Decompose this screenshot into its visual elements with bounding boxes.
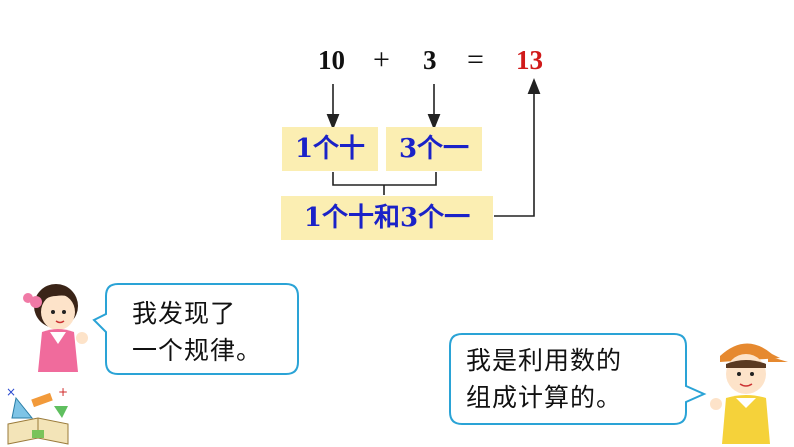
equation-operand-1: 10 (318, 45, 345, 75)
girl-speech-line-2: 一个规律。 (132, 336, 263, 365)
box-ones: 3个一 (386, 127, 482, 171)
plus-sign: + (373, 43, 390, 76)
boy-speech-line-1: 我是利用数的 (466, 346, 623, 375)
svg-text:+: + (58, 385, 68, 399)
boy-speech-line-2: 组成计算的。 (466, 383, 623, 412)
boy-speech-bubble (449, 333, 707, 425)
box-combined: 1个十和3个一 (281, 196, 493, 240)
equation-operand-2: 3 (423, 45, 437, 75)
svg-text:×: × (6, 385, 16, 399)
girl-speech-line-1: 我发现了 (132, 299, 237, 328)
bracket-join (332, 172, 437, 186)
girl-speech-bubble (92, 283, 299, 375)
math-tools-book-icon: + × (6, 385, 69, 445)
equation-result: 13 (516, 45, 543, 75)
box-tens: 1个十 (282, 127, 378, 171)
arrow-to-result (494, 78, 541, 217)
equals-sign: = (467, 43, 484, 76)
girl-character-icon (23, 284, 88, 372)
boy-character-icon (710, 343, 788, 444)
